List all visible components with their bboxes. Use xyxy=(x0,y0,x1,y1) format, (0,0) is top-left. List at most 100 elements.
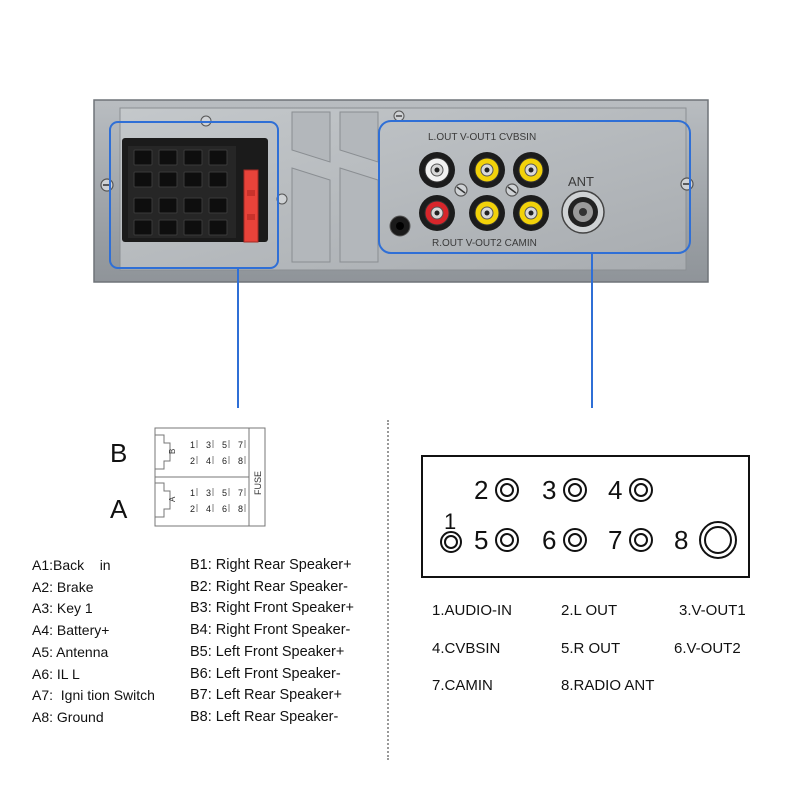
rca-jack xyxy=(419,195,455,231)
pin-number: 1 xyxy=(190,440,195,450)
fuse xyxy=(243,169,259,243)
pin-number: 3 xyxy=(206,440,211,450)
port-number-5: 5 xyxy=(474,525,488,555)
iso-slot xyxy=(158,197,178,214)
port-legend-item: 2.L OUT xyxy=(561,602,618,619)
pin-a-description: A7: Igni tion Switch xyxy=(32,687,155,704)
iso-slot xyxy=(133,197,153,214)
port-jack-inner xyxy=(444,535,458,549)
pin-b-description: B7: Left Rear Speaker+ xyxy=(190,687,342,704)
iso-slot xyxy=(133,171,153,188)
pin-a-description: A5: Antenna xyxy=(32,643,109,660)
port-number-3: 3 xyxy=(542,475,556,505)
port-legend-item: 4.CVBSIN xyxy=(432,640,501,657)
vent-slots xyxy=(291,111,379,263)
iso-slot xyxy=(183,219,203,236)
port-number-6: 6 xyxy=(542,525,556,555)
screw-top xyxy=(393,110,405,122)
iso-highlight-box xyxy=(109,121,279,269)
port-number-8: 8 xyxy=(674,525,688,555)
port-legend-item: 5.R OUT xyxy=(561,640,621,657)
iso-slot xyxy=(183,197,203,214)
port-legend-item: 3.V-OUT1 xyxy=(679,602,746,619)
pin-b-description: B6: Left Front Speaker- xyxy=(190,665,341,682)
pin-number: 6 xyxy=(222,456,227,466)
iso-slot xyxy=(208,219,228,236)
port-legend-item: 6.V-OUT2 xyxy=(674,640,741,657)
pin-row-letter: A xyxy=(168,496,177,502)
pin-a-description: A8: Ground xyxy=(32,708,104,725)
port-jack-4 xyxy=(629,478,653,502)
iso-connector xyxy=(122,138,268,243)
pin-number: 6 xyxy=(222,504,227,514)
port-jack-3 xyxy=(563,478,587,502)
iso-slot xyxy=(208,197,228,214)
rear-panel-illustration: L.OUT V-OUT1 CVBSIN R.OUT V-OUT2 CAMIN A… xyxy=(93,99,709,408)
port-jack-6 xyxy=(563,528,587,552)
pin-b-description: B3: Right Front Speaker+ xyxy=(190,600,355,617)
panel-bottom-labels: R.OUT V-OUT2 CAMIN xyxy=(432,238,537,249)
rca-jack xyxy=(419,152,455,188)
port-jack-inner xyxy=(568,533,582,547)
port-legend-item: 7.CAMIN xyxy=(432,677,493,694)
screw-mid2 xyxy=(505,183,519,197)
panel-top-labels: L.OUT V-OUT1 CVBSIN xyxy=(428,132,536,143)
iso-slot xyxy=(133,149,153,166)
port-legend-item: 8.RADIO ANT xyxy=(561,677,655,694)
pin-a-description: A3: Key 1 xyxy=(32,600,93,617)
pin-a-description: A1:Back in xyxy=(32,557,111,573)
rca-jack xyxy=(469,195,505,231)
pin-number: 8 xyxy=(238,456,243,466)
port-jack-5 xyxy=(495,528,519,552)
port-number-7: 7 xyxy=(608,525,622,555)
port-jack-inner xyxy=(704,526,732,554)
port-number-4: 4 xyxy=(608,475,622,505)
pin-a-description: A4: Battery+ xyxy=(32,622,110,639)
pin-number: 8 xyxy=(238,504,243,514)
row-a-letter: A xyxy=(110,494,128,524)
port-number-1: 1 xyxy=(444,509,456,534)
screw-mid xyxy=(454,183,468,197)
pin-number: 7 xyxy=(238,440,243,450)
port-jack-inner xyxy=(634,483,648,497)
port-jack-8 xyxy=(699,521,737,559)
pin-number: 2 xyxy=(190,504,195,514)
rca-jacks xyxy=(419,152,549,231)
pin-a-description: A6: IL L xyxy=(32,665,80,682)
iso-slot xyxy=(158,219,178,236)
pin-b-description: B5: Left Front Speaker+ xyxy=(190,643,345,660)
pin-b-description: B4: Right Front Speaker- xyxy=(190,622,351,639)
pin-number: 7 xyxy=(238,488,243,498)
pin-number: 5 xyxy=(222,488,227,498)
dotted-divider xyxy=(387,420,389,760)
iso-slot xyxy=(133,219,153,236)
pin-number: 3 xyxy=(206,488,211,498)
pin-number: 1 xyxy=(190,488,195,498)
port-jack-2 xyxy=(495,478,519,502)
iso-slot xyxy=(183,171,203,188)
iso-slot xyxy=(208,171,228,188)
iso-slot xyxy=(183,149,203,166)
port-legend-item: 1.AUDIO-IN xyxy=(432,602,513,619)
port-diagram: 2 3 4 5 6 7 8 1 xyxy=(421,455,750,578)
pin-row-letter: B xyxy=(168,449,177,454)
pins-b-list: B1: Right Rear Speaker+B2: Right Rear Sp… xyxy=(190,555,354,729)
row-b-letter: B xyxy=(110,438,128,468)
port-jack-1 xyxy=(440,531,462,553)
iso-slot xyxy=(158,149,178,166)
pin-b-description: B8: Left Rear Speaker- xyxy=(190,708,339,725)
antenna-socket xyxy=(561,190,605,234)
port-jack-inner xyxy=(568,483,582,497)
pin-b-description: B2: Right Rear Speaker- xyxy=(190,578,348,595)
port-number-2: 2 xyxy=(474,475,488,505)
port-jack-inner xyxy=(500,483,514,497)
iso-slot xyxy=(208,149,228,166)
port-jack-inner xyxy=(634,533,648,547)
pin-a-description: A2: Brake xyxy=(32,578,94,595)
port-jack-7 xyxy=(629,528,653,552)
fuse-label: FUSE xyxy=(253,471,263,495)
panel-ant-label: ANT xyxy=(568,174,594,189)
rca-jack xyxy=(513,152,549,188)
port-jack-inner xyxy=(500,533,514,547)
